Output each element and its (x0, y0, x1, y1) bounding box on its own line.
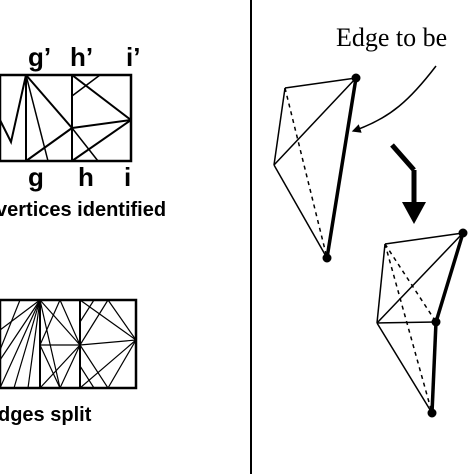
transform-arrow (390, 143, 426, 224)
vertex-label-g: g (28, 162, 44, 192)
identified-mesh (0, 73, 133, 163)
tetrahedron-before (273, 73, 361, 263)
vertex-label-g-prime: g’ (28, 42, 51, 72)
callout-arrow (351, 65, 437, 133)
tetrahedron-after (376, 228, 468, 418)
split-mesh (0, 298, 138, 390)
caption-vertices-identified: vertices identified (0, 199, 166, 221)
caption-edges-split: dges split (0, 404, 92, 426)
callout-edge-to-be: Edge to be (336, 23, 447, 52)
vertex-label-h-prime: h’ (70, 42, 93, 72)
vertex-label-i-prime: i’ (126, 42, 140, 72)
vertex-label-i: i (124, 162, 131, 192)
vertex-label-h: h (78, 162, 94, 192)
